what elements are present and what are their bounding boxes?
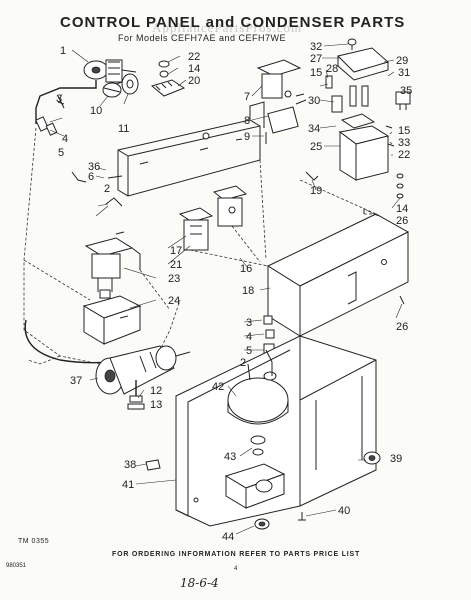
callout-28: 28 xyxy=(326,63,338,75)
callout-12: 12 xyxy=(150,385,162,397)
switch-assembly-7-8-9 xyxy=(256,59,307,144)
callout-6: 6 xyxy=(88,171,94,183)
callout-26: 26 xyxy=(396,215,408,227)
condenser-cover-18 xyxy=(266,213,410,337)
callout-44: 44 xyxy=(222,531,234,543)
callout-14b: 14 xyxy=(396,203,408,215)
callout-40: 40 xyxy=(338,505,350,517)
callout-41: 41 xyxy=(122,479,134,491)
callout-19: 19 xyxy=(310,185,322,197)
callout-34: 34 xyxy=(308,123,320,135)
callout-3: 3 xyxy=(56,93,62,105)
callout-36: 36 xyxy=(88,161,100,173)
callout-25: 25 xyxy=(310,141,322,153)
control-panel-bracket xyxy=(117,101,265,197)
callout-15: 15 xyxy=(310,67,322,79)
callout-14: 14 xyxy=(188,63,200,75)
callout-39: 39 xyxy=(390,453,402,465)
fittings-3-4-5 xyxy=(35,95,65,136)
callout-24: 24 xyxy=(168,295,180,307)
callout-11: 11 xyxy=(118,123,129,135)
screws-12-13 xyxy=(127,380,145,410)
condenser-shroud-41 xyxy=(175,335,377,527)
callout-20: 20 xyxy=(188,75,200,87)
callout-30: 30 xyxy=(308,95,320,107)
relay-box-25-33 xyxy=(338,113,395,181)
compressor-mount-44 xyxy=(224,463,286,530)
valve-assembly-1 xyxy=(35,59,137,124)
overload-35 xyxy=(395,91,411,110)
callout-17: 17 xyxy=(170,245,182,257)
compressor-42 xyxy=(227,349,289,425)
callout-4b: 4 xyxy=(246,331,252,343)
callout-labels: 1 2 3 4 5 10 11 22 14 20 7 8 9 32 27 28 … xyxy=(56,41,412,543)
callout-5: 5 xyxy=(58,147,64,159)
fan-motor-37 xyxy=(95,345,191,395)
page-number: 4 xyxy=(234,566,238,572)
ordering-footer-note: FOR ORDERING INFORMATION REFER TO PARTS … xyxy=(112,551,361,558)
control-switch-17-21 xyxy=(115,185,248,251)
relay-parts-28-30-15 xyxy=(325,75,369,113)
callout-38: 38 xyxy=(124,459,136,471)
parts-22-14-20 xyxy=(150,60,186,97)
callout-15b: 15 xyxy=(398,125,410,137)
callout-16: 16 xyxy=(240,263,252,275)
callout-31: 31 xyxy=(398,67,410,79)
valve-part-11 xyxy=(115,73,139,95)
callout-4: 4 xyxy=(62,133,68,145)
callout-37: 37 xyxy=(70,375,82,387)
callout-13: 13 xyxy=(150,399,162,411)
diagram-subtitle: For Models CEFH7AE and CEFH7WE xyxy=(118,33,287,43)
callout-2: 2 xyxy=(104,183,110,195)
callout-1: 1 xyxy=(60,45,66,57)
bracket-fasteners-6-36 xyxy=(71,171,123,207)
callout-23: 23 xyxy=(168,273,180,285)
parts-38-39-40 xyxy=(145,295,405,521)
callout-32: 32 xyxy=(310,41,322,53)
callout-27: 27 xyxy=(310,53,322,65)
callout-7: 7 xyxy=(244,91,250,103)
callout-9: 9 xyxy=(244,131,250,143)
drawing-code: TM 0355 xyxy=(18,538,50,545)
leader-lines xyxy=(49,43,405,535)
grommet-43 xyxy=(250,435,266,456)
callout-5b: 5 xyxy=(246,345,252,357)
diagram-title: CONTROL PANEL and CONDENSER PARTS xyxy=(60,14,406,31)
callout-10: 10 xyxy=(90,105,102,117)
watermark: AppliancePartsPros.com xyxy=(152,20,303,35)
callout-35: 35 xyxy=(400,85,412,97)
handwritten-note: 18-6-4 xyxy=(180,576,219,590)
callout-21: 21 xyxy=(170,259,182,271)
capacitor-cover-27 xyxy=(337,38,390,81)
bottom-code: 980351 xyxy=(6,563,27,569)
callout-22: 22 xyxy=(188,51,200,63)
callout-22b: 22 xyxy=(398,149,410,161)
callout-8: 8 xyxy=(244,115,250,127)
callout-42: 42 xyxy=(212,381,224,393)
callout-3b: 3 xyxy=(246,317,252,329)
switch-23 xyxy=(84,237,141,292)
assembly-guides xyxy=(139,159,377,311)
callout-18: 18 xyxy=(242,285,254,297)
callout-26b: 26 xyxy=(396,321,408,333)
callout-29: 29 xyxy=(396,55,408,67)
valve-part-10 xyxy=(102,82,122,98)
callout-43: 43 xyxy=(224,451,236,463)
callout-33: 33 xyxy=(398,137,410,149)
part-24-mount xyxy=(82,289,142,345)
callout-2b: 2 xyxy=(240,357,246,369)
